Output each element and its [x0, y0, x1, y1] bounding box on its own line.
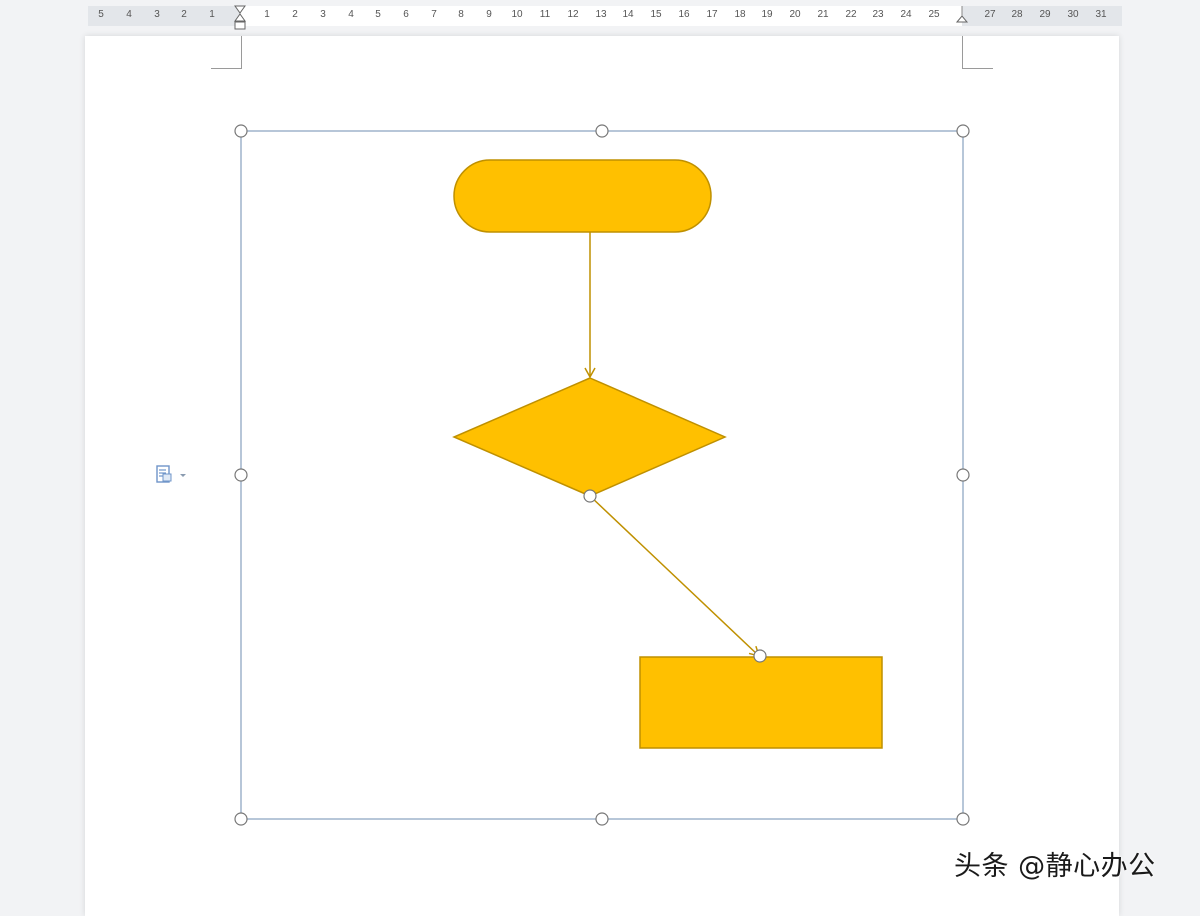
ruler-label: 6 [403, 9, 409, 20]
ruler-label: 15 [650, 9, 662, 20]
connector-decision-to-process[interactable] [589, 495, 761, 658]
terminator-shape[interactable] [453, 159, 712, 233]
connector-endpoint-handle[interactable] [753, 649, 767, 663]
resize-handle-bottom[interactable] [595, 812, 609, 826]
ruler-label: 9 [486, 9, 492, 20]
margin-corner-top-right [962, 36, 993, 69]
ruler-label: 22 [845, 9, 857, 20]
ruler-label: 3 [154, 9, 160, 20]
ruler-label: 1 [264, 9, 270, 20]
ruler-label: 2 [181, 9, 187, 20]
ruler-label: 14 [622, 9, 634, 20]
ruler-indent-markers[interactable] [0, 0, 1200, 32]
resize-handle-top[interactable] [595, 124, 609, 138]
ruler-label: 13 [595, 9, 607, 20]
ruler-label: 17 [706, 9, 718, 20]
layout-options-icon[interactable] [156, 465, 188, 485]
ruler-label: 7 [431, 9, 437, 20]
ruler-margin-left [88, 6, 240, 26]
chevron-down-icon [180, 474, 186, 477]
ruler-label: 23 [872, 9, 884, 20]
ruler-label: 12 [567, 9, 579, 20]
ruler-label: 19 [761, 9, 773, 20]
ruler-label: 4 [348, 9, 354, 20]
margin-corner-top-left [211, 36, 242, 69]
ruler-label: 21 [817, 9, 829, 20]
resize-handle-top-right[interactable] [956, 124, 970, 138]
watermark-text: 头条 @静心办公 [954, 851, 1156, 882]
ruler-label: 25 [928, 9, 940, 20]
ruler-label: 10 [511, 9, 523, 20]
ruler-label: 5 [375, 9, 381, 20]
connector-endpoint-handle[interactable] [583, 489, 597, 503]
resize-handle-top-left[interactable] [234, 124, 248, 138]
ruler-label: 27 [984, 9, 996, 20]
ruler-label: 3 [320, 9, 326, 20]
left-indent-marker[interactable] [234, 5, 246, 30]
resize-handle-bottom-right[interactable] [956, 812, 970, 826]
ruler-label: 24 [900, 9, 912, 20]
ruler-margin-right [962, 6, 1122, 26]
ruler-label: 30 [1067, 9, 1079, 20]
ruler-label: 20 [789, 9, 801, 20]
resize-handle-bottom-left[interactable] [234, 812, 248, 826]
ruler-label: 2 [292, 9, 298, 20]
resize-handle-right[interactable] [956, 468, 970, 482]
ruler-label: 28 [1011, 9, 1023, 20]
right-indent-marker[interactable] [955, 6, 969, 23]
process-shape[interactable] [639, 656, 883, 749]
ruler-label: 29 [1039, 9, 1051, 20]
ruler-label: 18 [734, 9, 746, 20]
ruler-label: 31 [1095, 9, 1107, 20]
ruler-label: 4 [126, 9, 132, 20]
ruler-label: 1 [209, 9, 215, 20]
ruler-text-area [240, 6, 962, 26]
ruler-label: 16 [678, 9, 690, 20]
ruler-label: 11 [539, 9, 551, 20]
horizontal-ruler[interactable]: 5 4 3 2 1 1 2 3 4 5 6 7 8 9 10 11 12 13 … [0, 0, 1200, 32]
decision-shape[interactable] [452, 377, 727, 497]
ruler-label: 5 [98, 9, 104, 20]
resize-handle-left[interactable] [234, 468, 248, 482]
ruler-label: 8 [458, 9, 464, 20]
